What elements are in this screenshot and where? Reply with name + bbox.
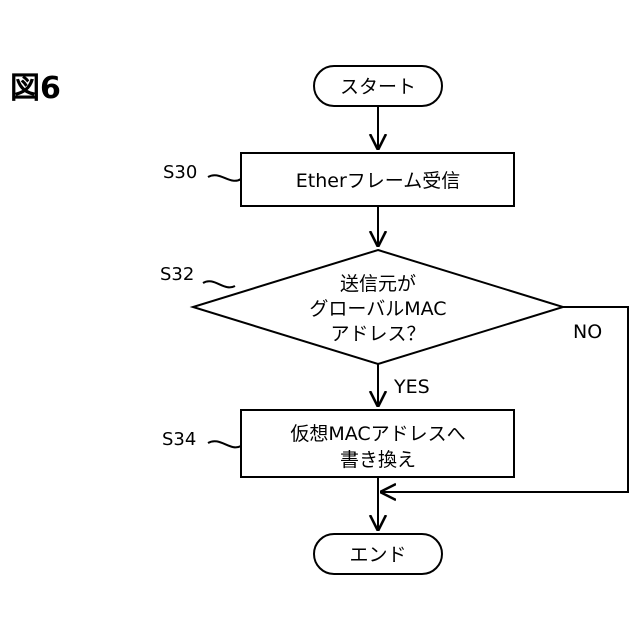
s32-label-line3: アドレス？	[330, 323, 425, 345]
s30-label: Etherフレーム受信	[296, 170, 460, 192]
s30-step-number: S30	[163, 162, 197, 183]
s30-leader-line	[208, 175, 241, 181]
s34-leader-line	[208, 441, 241, 447]
s32-step-number: S32	[160, 264, 194, 285]
end-label: エンド	[349, 544, 406, 566]
s34-label-line2: 書き換え	[340, 449, 416, 471]
s34-step-number: S34	[162, 429, 196, 450]
start-label: スタート	[340, 76, 416, 98]
yes-label: YES	[393, 376, 430, 398]
s32-label-line2: グローバルMAC	[309, 298, 446, 320]
figure-label: 図6	[10, 71, 61, 106]
s32-label-line1: 送信元が	[340, 273, 416, 295]
s34-label-line1: 仮想MACアドレスへ	[290, 423, 465, 445]
s32-leader-line	[203, 281, 235, 287]
no-label: NO	[573, 321, 602, 343]
